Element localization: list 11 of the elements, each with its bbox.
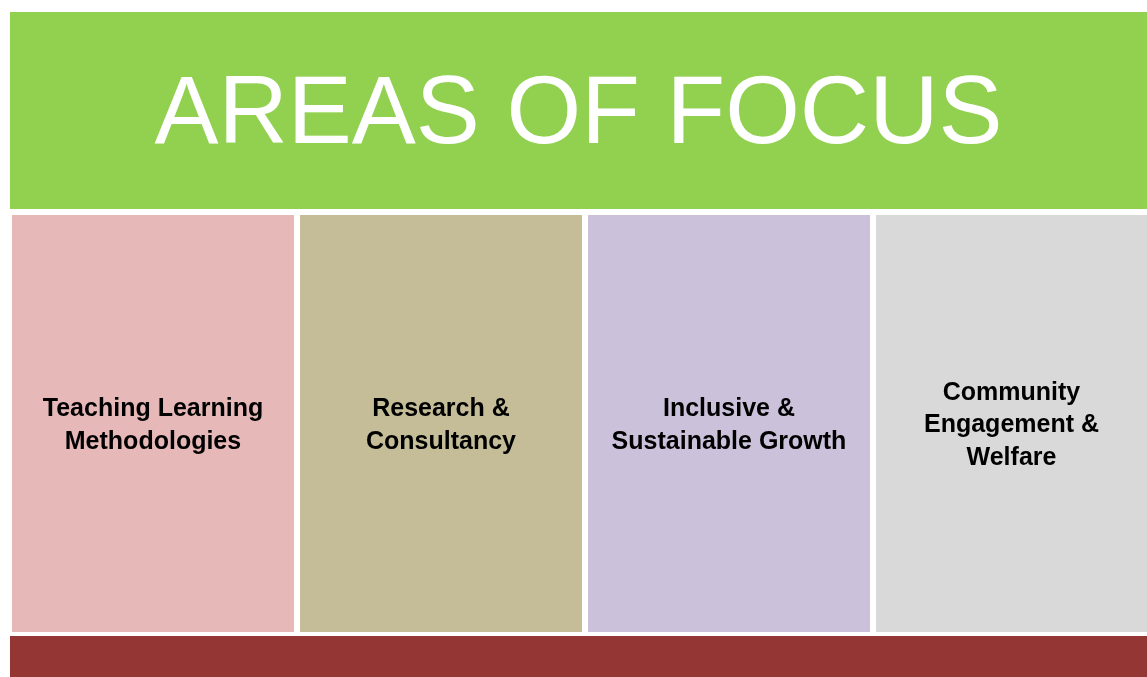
focus-panel — [876, 215, 1147, 632]
title-band — [10, 12, 1147, 209]
focus-panel — [12, 215, 294, 632]
panel-label: Teaching Learning Methodologies — [41, 392, 265, 456]
focus-panel — [300, 215, 582, 632]
focus-panel — [588, 215, 870, 632]
panel-label: Research & Consultancy — [365, 392, 517, 456]
title-text: AREAS OF FOCUS — [153, 55, 1004, 166]
panel-label: Community Engagement & Welfare — [923, 375, 1100, 472]
footer-bar — [10, 636, 1147, 677]
panel-label: Inclusive & Sustainable Growth — [610, 392, 848, 456]
